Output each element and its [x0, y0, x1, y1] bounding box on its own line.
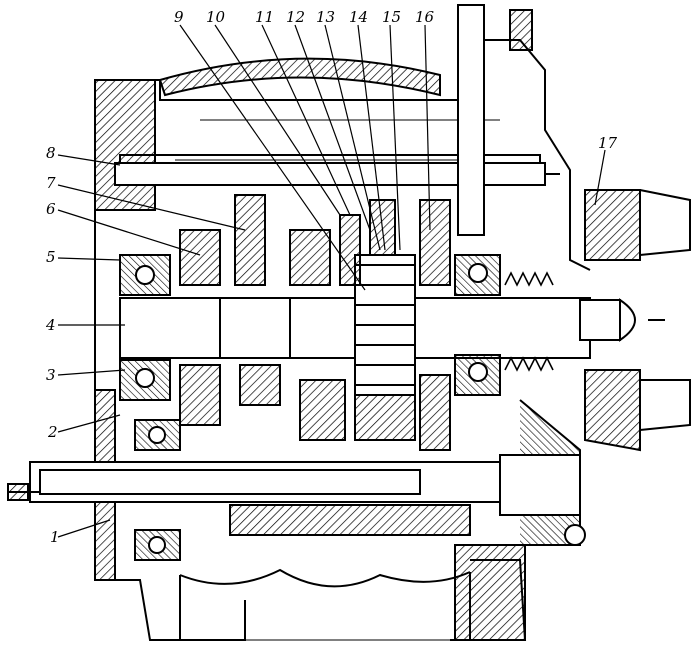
bearings [119, 254, 501, 561]
label-17: 17 [598, 134, 618, 152]
label-4: 4 [45, 316, 56, 334]
shift-lever [457, 4, 533, 236]
label-9: 9 [174, 8, 184, 26]
label-7: 7 [46, 174, 56, 192]
label-5: 5 [46, 248, 56, 266]
sliding-gear [354, 254, 416, 396]
label-14: 14 [349, 8, 368, 26]
spring [504, 271, 554, 372]
oil-sump [179, 568, 471, 641]
leader-lines [57, 24, 606, 538]
label-10: 10 [206, 8, 226, 26]
part-labels: 9 10 11 12 13 14 15 16 17 8 7 6 5 4 3 2 … [45, 8, 618, 546]
label-16: 16 [415, 8, 435, 26]
label-11: 11 [255, 8, 274, 26]
label-1: 1 [50, 528, 60, 546]
countershaft [7, 454, 586, 546]
label-13: 13 [316, 8, 335, 26]
selector-rod [114, 162, 560, 186]
label-12: 12 [286, 8, 305, 26]
label-6: 6 [46, 200, 56, 218]
lower-gears [179, 364, 451, 451]
label-2: 2 [47, 423, 58, 441]
label-15: 15 [382, 8, 401, 26]
label-8: 8 [46, 144, 56, 162]
label-3: 3 [46, 366, 56, 384]
